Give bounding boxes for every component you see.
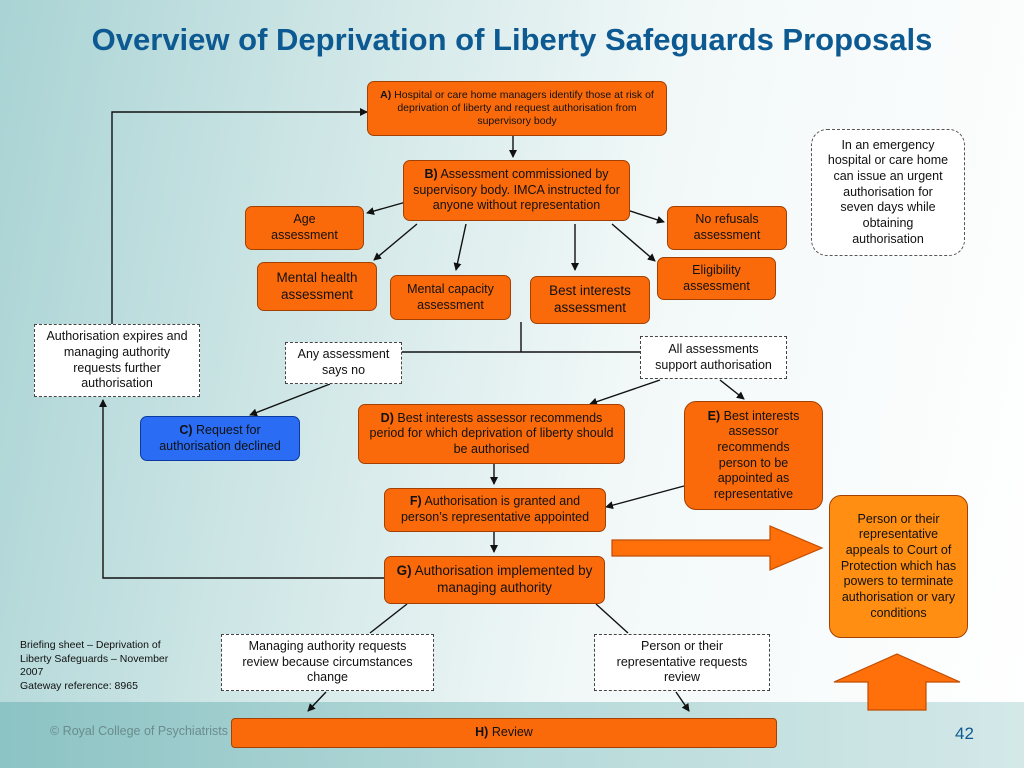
mental-health-text: Mental health assessment <box>276 269 358 302</box>
box-f-granted: F) Authorisation is granted and person’s… <box>384 488 606 532</box>
box-a-identify: A) Hospital or care home managers identi… <box>367 81 667 136</box>
best-interests-text: Best interests assessment <box>549 283 631 315</box>
briefing-line-1: Briefing sheet – Deprivation of <box>20 639 161 651</box>
box-g-implemented: G) Authorisation implemented by managing… <box>384 556 605 604</box>
box-b-label: B) <box>424 167 438 182</box>
no-refusals-box: No refusals assessment <box>667 206 787 250</box>
briefing-note: Briefing sheet – Deprivation of Liberty … <box>20 639 200 694</box>
copyright-text: © Royal College of Psychiatrists <box>50 724 229 738</box>
all-support-note: All assessments support authorisation <box>640 336 787 379</box>
box-h-review: H) Review <box>231 718 777 748</box>
no-refusals-text: No refusals assessment <box>693 212 761 242</box>
box-d-label: D) <box>380 410 394 425</box>
page-title: Overview of Deprivation of Liberty Safeg… <box>91 22 933 57</box>
box-e-label: E) <box>707 408 721 423</box>
mental-capacity-text: Mental capacity assessment <box>407 281 494 312</box>
emergency-text: In an emergency hospital or care home ca… <box>827 137 949 246</box>
emergency-note: In an emergency hospital or care home ca… <box>811 129 965 256</box>
age-assessment-text: Age assessment <box>271 212 338 242</box>
any-says-no-note: Any assessment says no <box>285 342 402 384</box>
age-assessment-box: Age assessment <box>245 206 364 250</box>
box-f-label: F) <box>409 494 422 509</box>
eligibility-text: Eligibility assessment <box>683 262 750 293</box>
mental-health-box: Mental health assessment <box>257 262 377 311</box>
box-h-text: Review <box>491 725 533 740</box>
box-e-recommends-representative: E) Best interests assessor recommends pe… <box>684 401 823 510</box>
up-arrow-icon <box>833 653 961 711</box>
auth-expires-text: Authorisation expires and managing autho… <box>46 329 188 391</box>
review-change-note: Managing authority requests review becau… <box>221 634 434 691</box>
eligibility-box: Eligibility assessment <box>657 257 776 300</box>
briefing-line-4: Gateway reference: 8965 <box>20 679 138 692</box>
box-f-text: Authorisation is granted and person’s re… <box>400 494 590 524</box>
box-d-text: Best interests assessor recommends perio… <box>369 410 614 456</box>
auth-expires-note: Authorisation expires and managing autho… <box>34 324 200 397</box>
any-says-no-text: Any assessment says no <box>297 347 390 377</box>
best-interests-box: Best interests assessment <box>530 276 650 324</box>
court-appeal-box: Person or their representative appeals t… <box>829 495 968 638</box>
review-change-text: Managing authority requests review becau… <box>242 639 413 685</box>
review-person-text: Person or their representative requests … <box>616 639 748 685</box>
briefing-line-2: Liberty Safeguards – November <box>20 652 169 665</box>
right-arrow-icon <box>611 525 824 571</box>
court-appeal-text: Person or their representative appeals t… <box>840 511 957 620</box>
box-b-assessment: B) Assessment commissioned by supervisor… <box>403 160 630 221</box>
page-number: 42 <box>955 724 974 743</box>
box-g-text: Authorisation implemented by managing au… <box>414 563 593 595</box>
box-d-recommends-period: D) Best interests assessor recommends pe… <box>358 404 625 464</box>
box-c-text: Request for authorisation declined <box>159 422 281 453</box>
box-e-text: Best interests assessor recommends perso… <box>713 408 800 501</box>
box-g-label: G) <box>396 563 412 579</box>
briefing-line-3: 2007 <box>20 666 44 679</box>
box-c-declined: C) Request for authorisation declined <box>140 416 300 461</box>
mental-capacity-box: Mental capacity assessment <box>390 275 511 320</box>
box-h-label: H) <box>475 725 489 740</box>
all-support-text: All assessments support authorisation <box>655 341 772 372</box>
box-a-label: A) <box>380 88 392 101</box>
review-person-note: Person or their representative requests … <box>594 634 770 691</box>
box-a-text: Hospital or care home managers identify … <box>394 88 654 128</box>
box-c-label: C) <box>179 422 193 437</box>
box-b-text: Assessment commissioned by supervisory b… <box>413 167 620 213</box>
